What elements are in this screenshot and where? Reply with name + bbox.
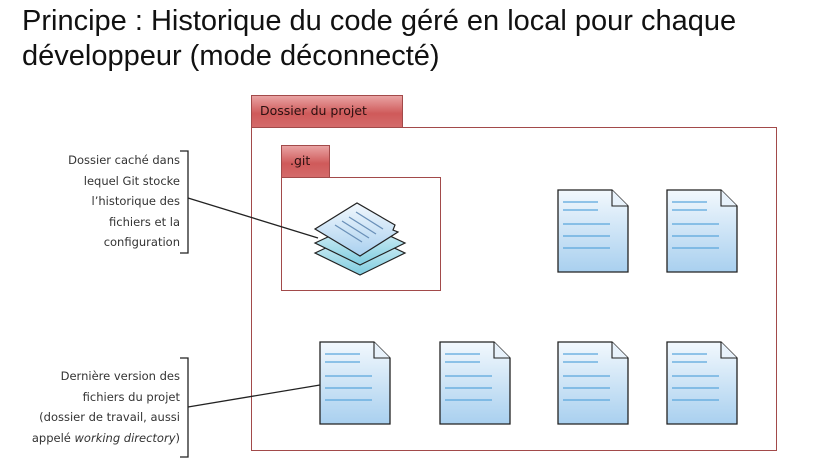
git-connector-line [187, 197, 319, 239]
git-annotation: Dossier caché dans lequel Git stocke l’h… [68, 150, 180, 253]
title-line-1: Principe : Historique du code géré en lo… [22, 5, 737, 37]
file-icon [557, 341, 629, 425]
title-line-2: développeur (mode déconnecté) [22, 40, 440, 72]
project-folder [251, 127, 777, 451]
file-icon [666, 189, 738, 273]
file-icon [557, 189, 629, 273]
file-icon [666, 341, 738, 425]
annotation-line: appelé working directory) [31, 430, 180, 445]
git-folder [281, 177, 441, 291]
slide-title: Principe : Historique du code géré en lo… [22, 4, 736, 74]
annotation-line: (dossier de travail, aussi [39, 410, 180, 424]
annotation-line: l’historique des [91, 194, 180, 208]
git-bracket [180, 150, 319, 254]
working-files [319, 189, 738, 425]
file-icon [319, 341, 391, 425]
working-bracket [180, 357, 321, 458]
working-connector-line [187, 384, 321, 408]
file-icon [439, 341, 511, 425]
git-history-stack-icon [313, 202, 407, 276]
git-folder-tab: .git [281, 145, 330, 178]
annotation-line: Dernière version des [60, 369, 180, 383]
annotation-line: fichiers du projet [82, 389, 180, 404]
annotation-line: configuration [103, 235, 180, 249]
annotation-line: lequel Git stocke [83, 173, 180, 188]
annotation-line: Dossier caché dans [68, 153, 180, 167]
annotation-line: fichiers et la [109, 214, 180, 229]
project-folder-tab: Dossier du projet [251, 95, 403, 128]
working-directory-annotation: Dernière version des fichiers du projet … [32, 366, 180, 448]
